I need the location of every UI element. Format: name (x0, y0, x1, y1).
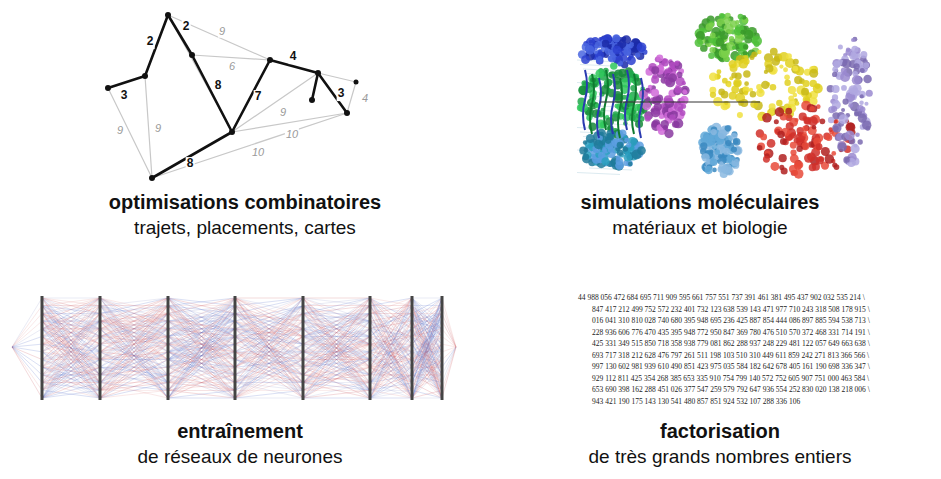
number-line: 228 936 606 776 470 435 395 948 772 950 … (592, 329, 870, 338)
graph-illustration (105, 12, 359, 181)
number-line: 693 717 318 212 628 476 797 261 511 198 … (592, 352, 869, 361)
edge-weight: 4 (361, 92, 369, 105)
edge-weight: 9 (154, 122, 162, 135)
edge-weight: 8 (186, 157, 195, 171)
edge-weight: 2 (182, 20, 191, 34)
edge-weight: 9 (218, 25, 226, 38)
caption-subtitle: trajets, placements, cartes (134, 217, 356, 239)
caption-title: entraînement (177, 420, 303, 443)
molecule-illustration (577, 13, 873, 179)
caption-subtitle: de réseaux de neurones (138, 446, 343, 468)
edge-weight: 9 (116, 124, 124, 137)
number-line: 44 988 056 472 684 695 711 909 595 661 7… (578, 294, 865, 303)
number-line: 997 130 602 981 939 610 490 851 423 975 … (592, 363, 870, 372)
caption-title: simulations moléculaires (581, 191, 820, 214)
number-line: 425 331 349 515 850 718 358 938 779 081 … (592, 340, 870, 349)
edge-weight: 10 (285, 128, 299, 141)
caption-subtitle: matériaux et biologie (612, 217, 787, 239)
edge-weight: 9 (279, 106, 287, 119)
number-line: 847 417 212 499 752 572 232 401 732 123 … (592, 306, 870, 315)
edge-weight: 7 (254, 90, 263, 104)
edge-weight: 3 (337, 87, 346, 101)
number-line: 943 421 190 175 143 130 541 480 857 851 … (592, 398, 800, 407)
caption-subtitle: de très grands nombres entiers (589, 446, 852, 468)
edge-weight: 2 (146, 35, 155, 49)
number-line: 653 690 398 162 288 451 026 377 547 259 … (592, 386, 870, 395)
edge-weight: 8 (214, 79, 223, 93)
edge-weight: 6 (228, 60, 236, 73)
caption-title: optimisations combinatoires (109, 191, 381, 214)
edge-weight: 10 (251, 146, 265, 159)
number-line: 016 041 310 810 028 740 680 395 948 695 … (592, 317, 870, 326)
edge-weight: 3 (120, 89, 129, 103)
caption-title: factorisation (660, 420, 780, 443)
edge-weight: 4 (289, 50, 298, 64)
number-line: 929 112 811 425 354 268 385 653 335 910 … (592, 375, 869, 384)
neural-network-illustration (12, 296, 456, 400)
